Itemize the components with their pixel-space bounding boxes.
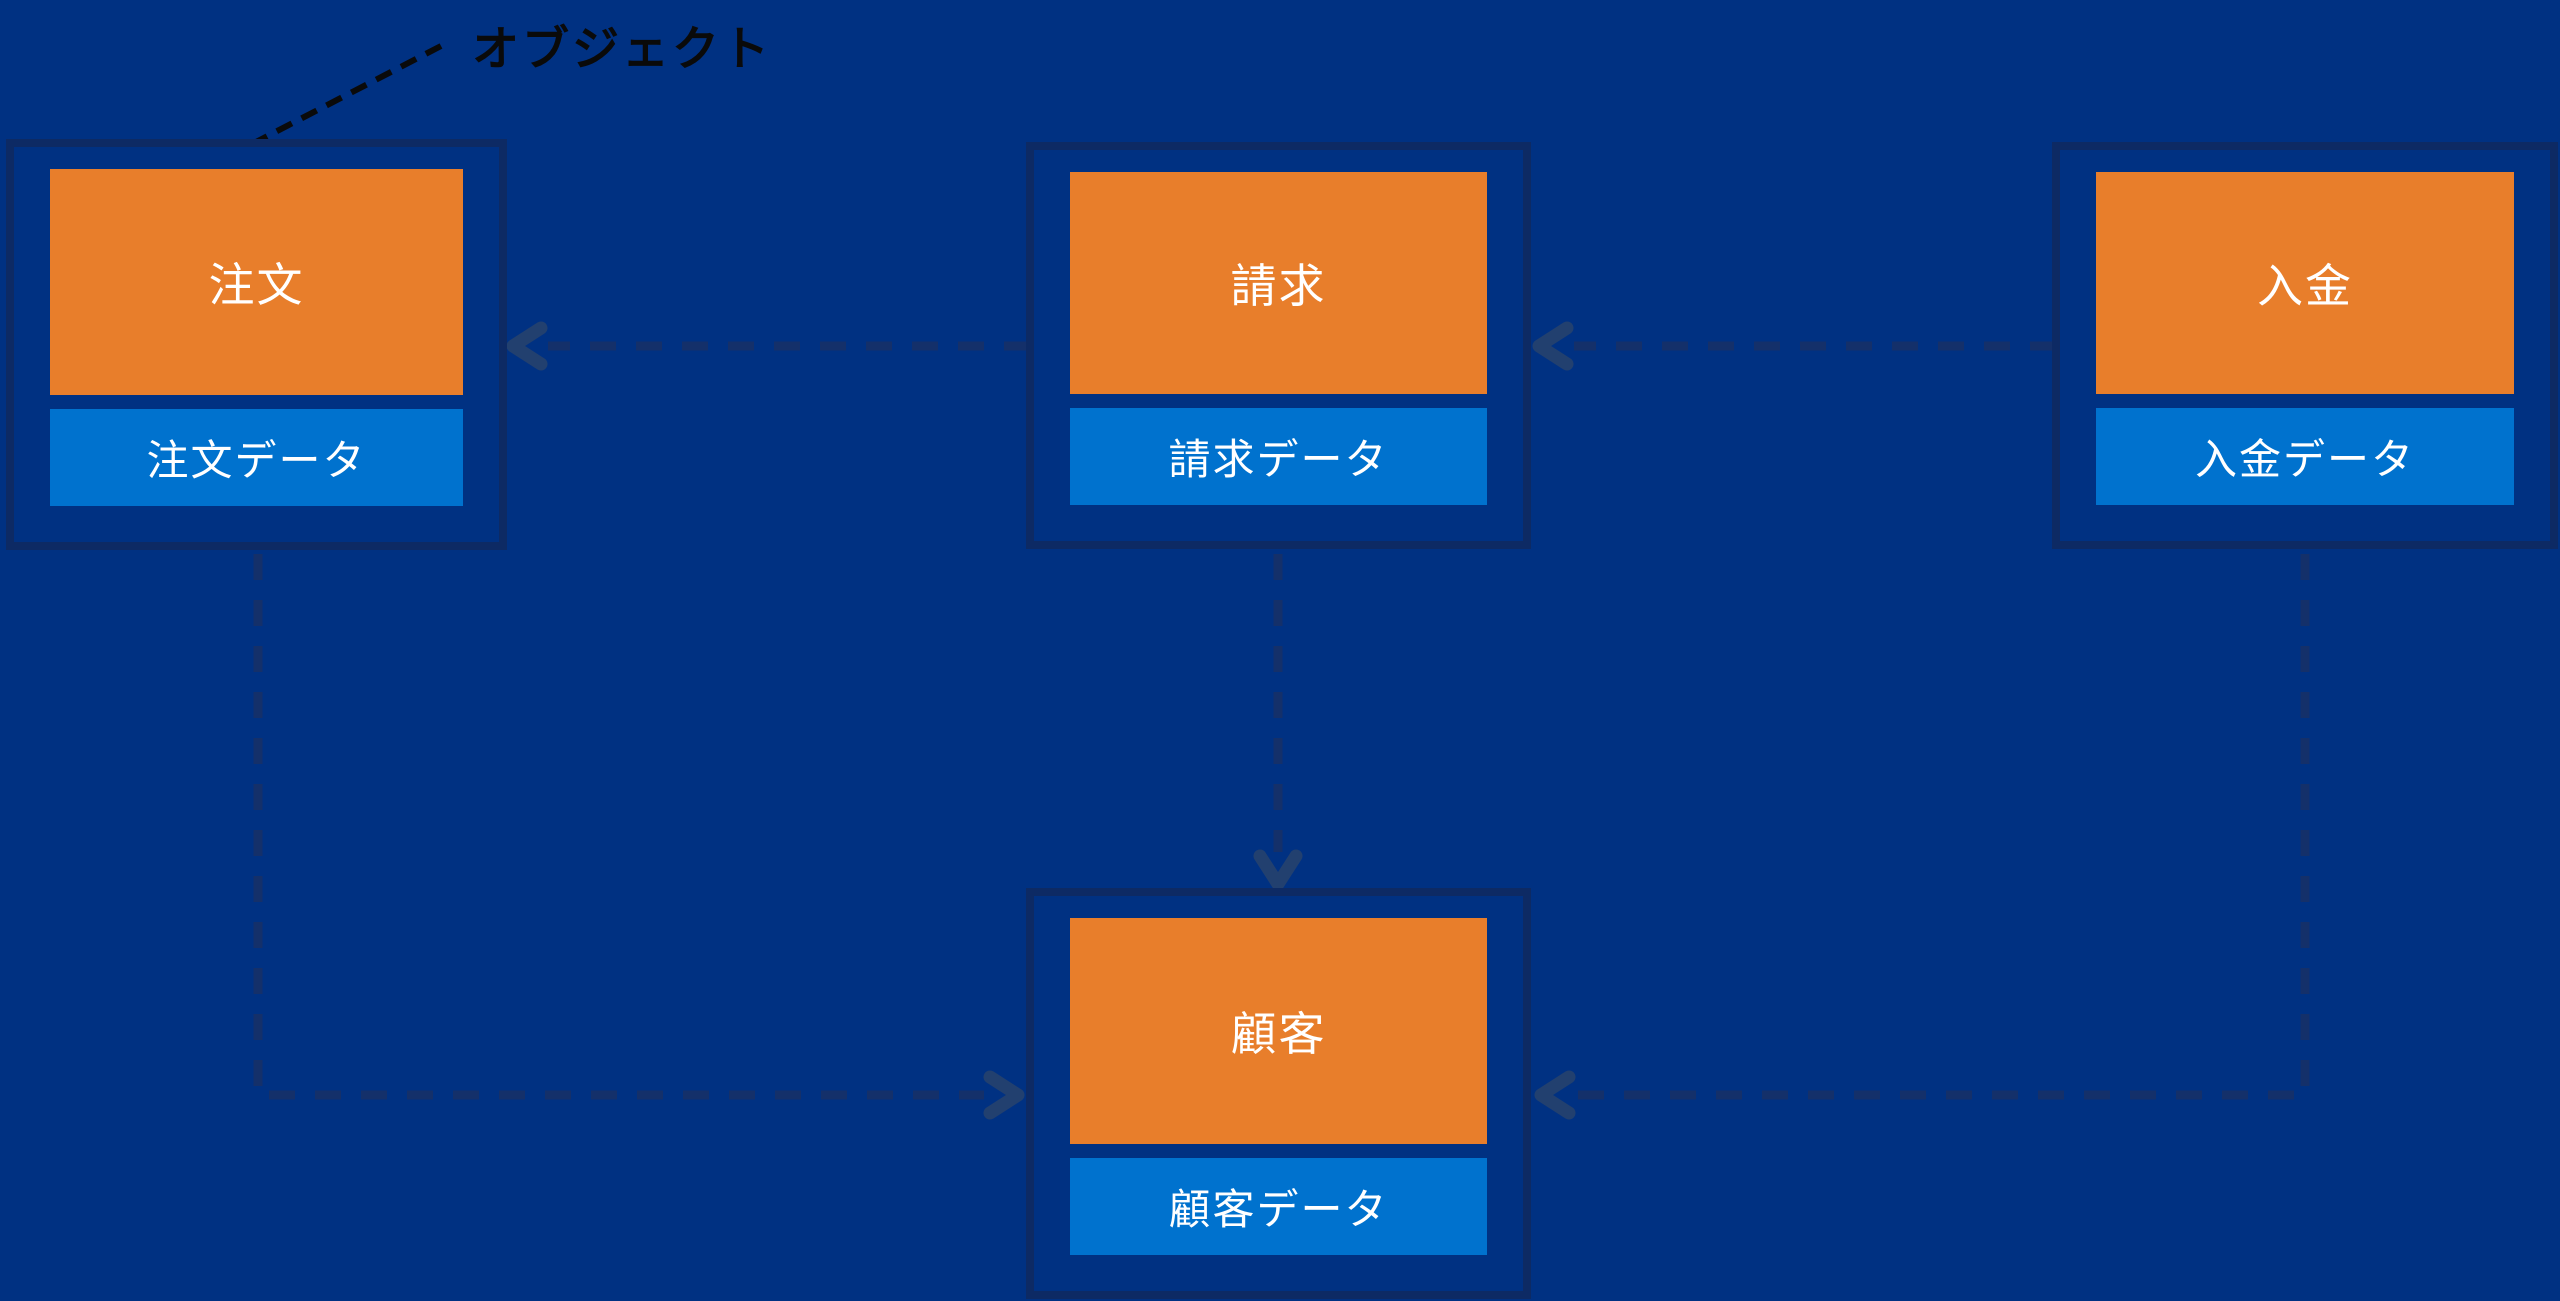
arrow-payment-to-billing — [1532, 321, 2056, 371]
object-data-bar: 入金データ — [2096, 408, 2514, 505]
arrowhead-left-icon — [1534, 1070, 1576, 1120]
object-card-customer-body: 顧客 顧客データ — [1034, 896, 1523, 1291]
annotation-pointer-line — [254, 43, 443, 145]
object-card-billing-body: 請求 請求データ — [1034, 150, 1523, 541]
object-title: 顧客 — [1070, 918, 1487, 1144]
object-data-bar: 顧客データ — [1070, 1158, 1487, 1255]
arrow-order-to-customer — [253, 554, 1025, 1120]
arrowhead-down-icon — [1253, 849, 1303, 891]
arrow-billing-to-order — [506, 321, 1030, 371]
arrowhead-right-icon — [983, 1070, 1025, 1120]
arrow-billing-to-customer — [1253, 554, 1303, 891]
arrowhead-left-icon — [506, 321, 548, 371]
object-card-payment: 入金 入金データ — [2052, 142, 2558, 549]
arrow-payment-to-customer — [1534, 554, 2310, 1120]
annotation-label: オブジェクト — [472, 22, 772, 75]
object-data-bar: 請求データ — [1070, 408, 1487, 505]
object-data-bar: 注文データ — [50, 409, 463, 506]
object-title: 請求 — [1070, 172, 1487, 394]
object-card-customer: 顧客 顧客データ — [1026, 888, 1531, 1299]
object-title: 入金 — [2096, 172, 2514, 394]
object-card-billing: 請求 請求データ — [1026, 142, 1531, 549]
arrowhead-left-icon — [1532, 321, 1574, 371]
object-title: 注文 — [50, 169, 463, 395]
object-card-payment-body: 入金 入金データ — [2060, 150, 2550, 541]
object-card-order: 注文 注文データ — [6, 139, 507, 550]
object-card-order-body: 注文 注文データ — [14, 147, 499, 542]
